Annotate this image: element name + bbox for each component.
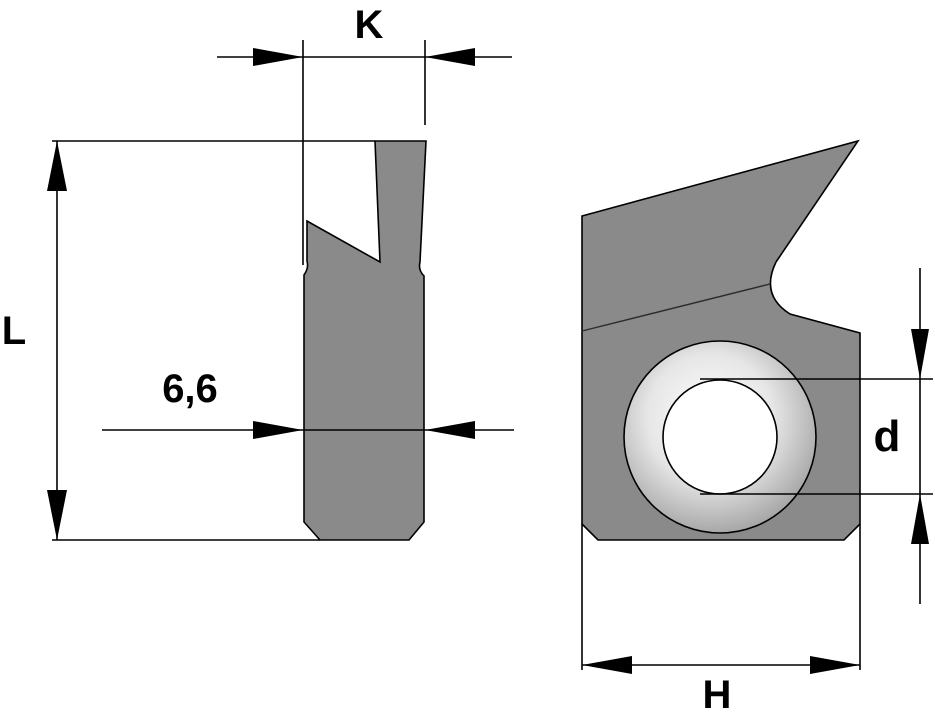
h-arrow-left [582,656,632,674]
width-arrow-right [425,421,475,439]
k-arrow-left [253,48,303,66]
l-arrow-top [47,141,67,191]
side-view-body [303,140,427,541]
hole-bore [662,379,778,495]
l-label: L [2,309,26,353]
width-label: 6,6 [162,367,218,411]
rake-face-edge [581,283,771,332]
k-label: K [355,3,384,47]
h-arrow-right [810,656,860,674]
h-label: H [703,673,732,713]
front-view: d H [581,139,933,713]
width-arrow-left [253,421,303,439]
l-arrow-bottom [47,490,67,540]
d-label: d [874,412,901,461]
d-arrow-bottom [911,494,929,544]
d-arrow-top [911,329,929,379]
side-view: K L 6,6 [2,3,514,541]
k-arrow-right [425,48,475,66]
